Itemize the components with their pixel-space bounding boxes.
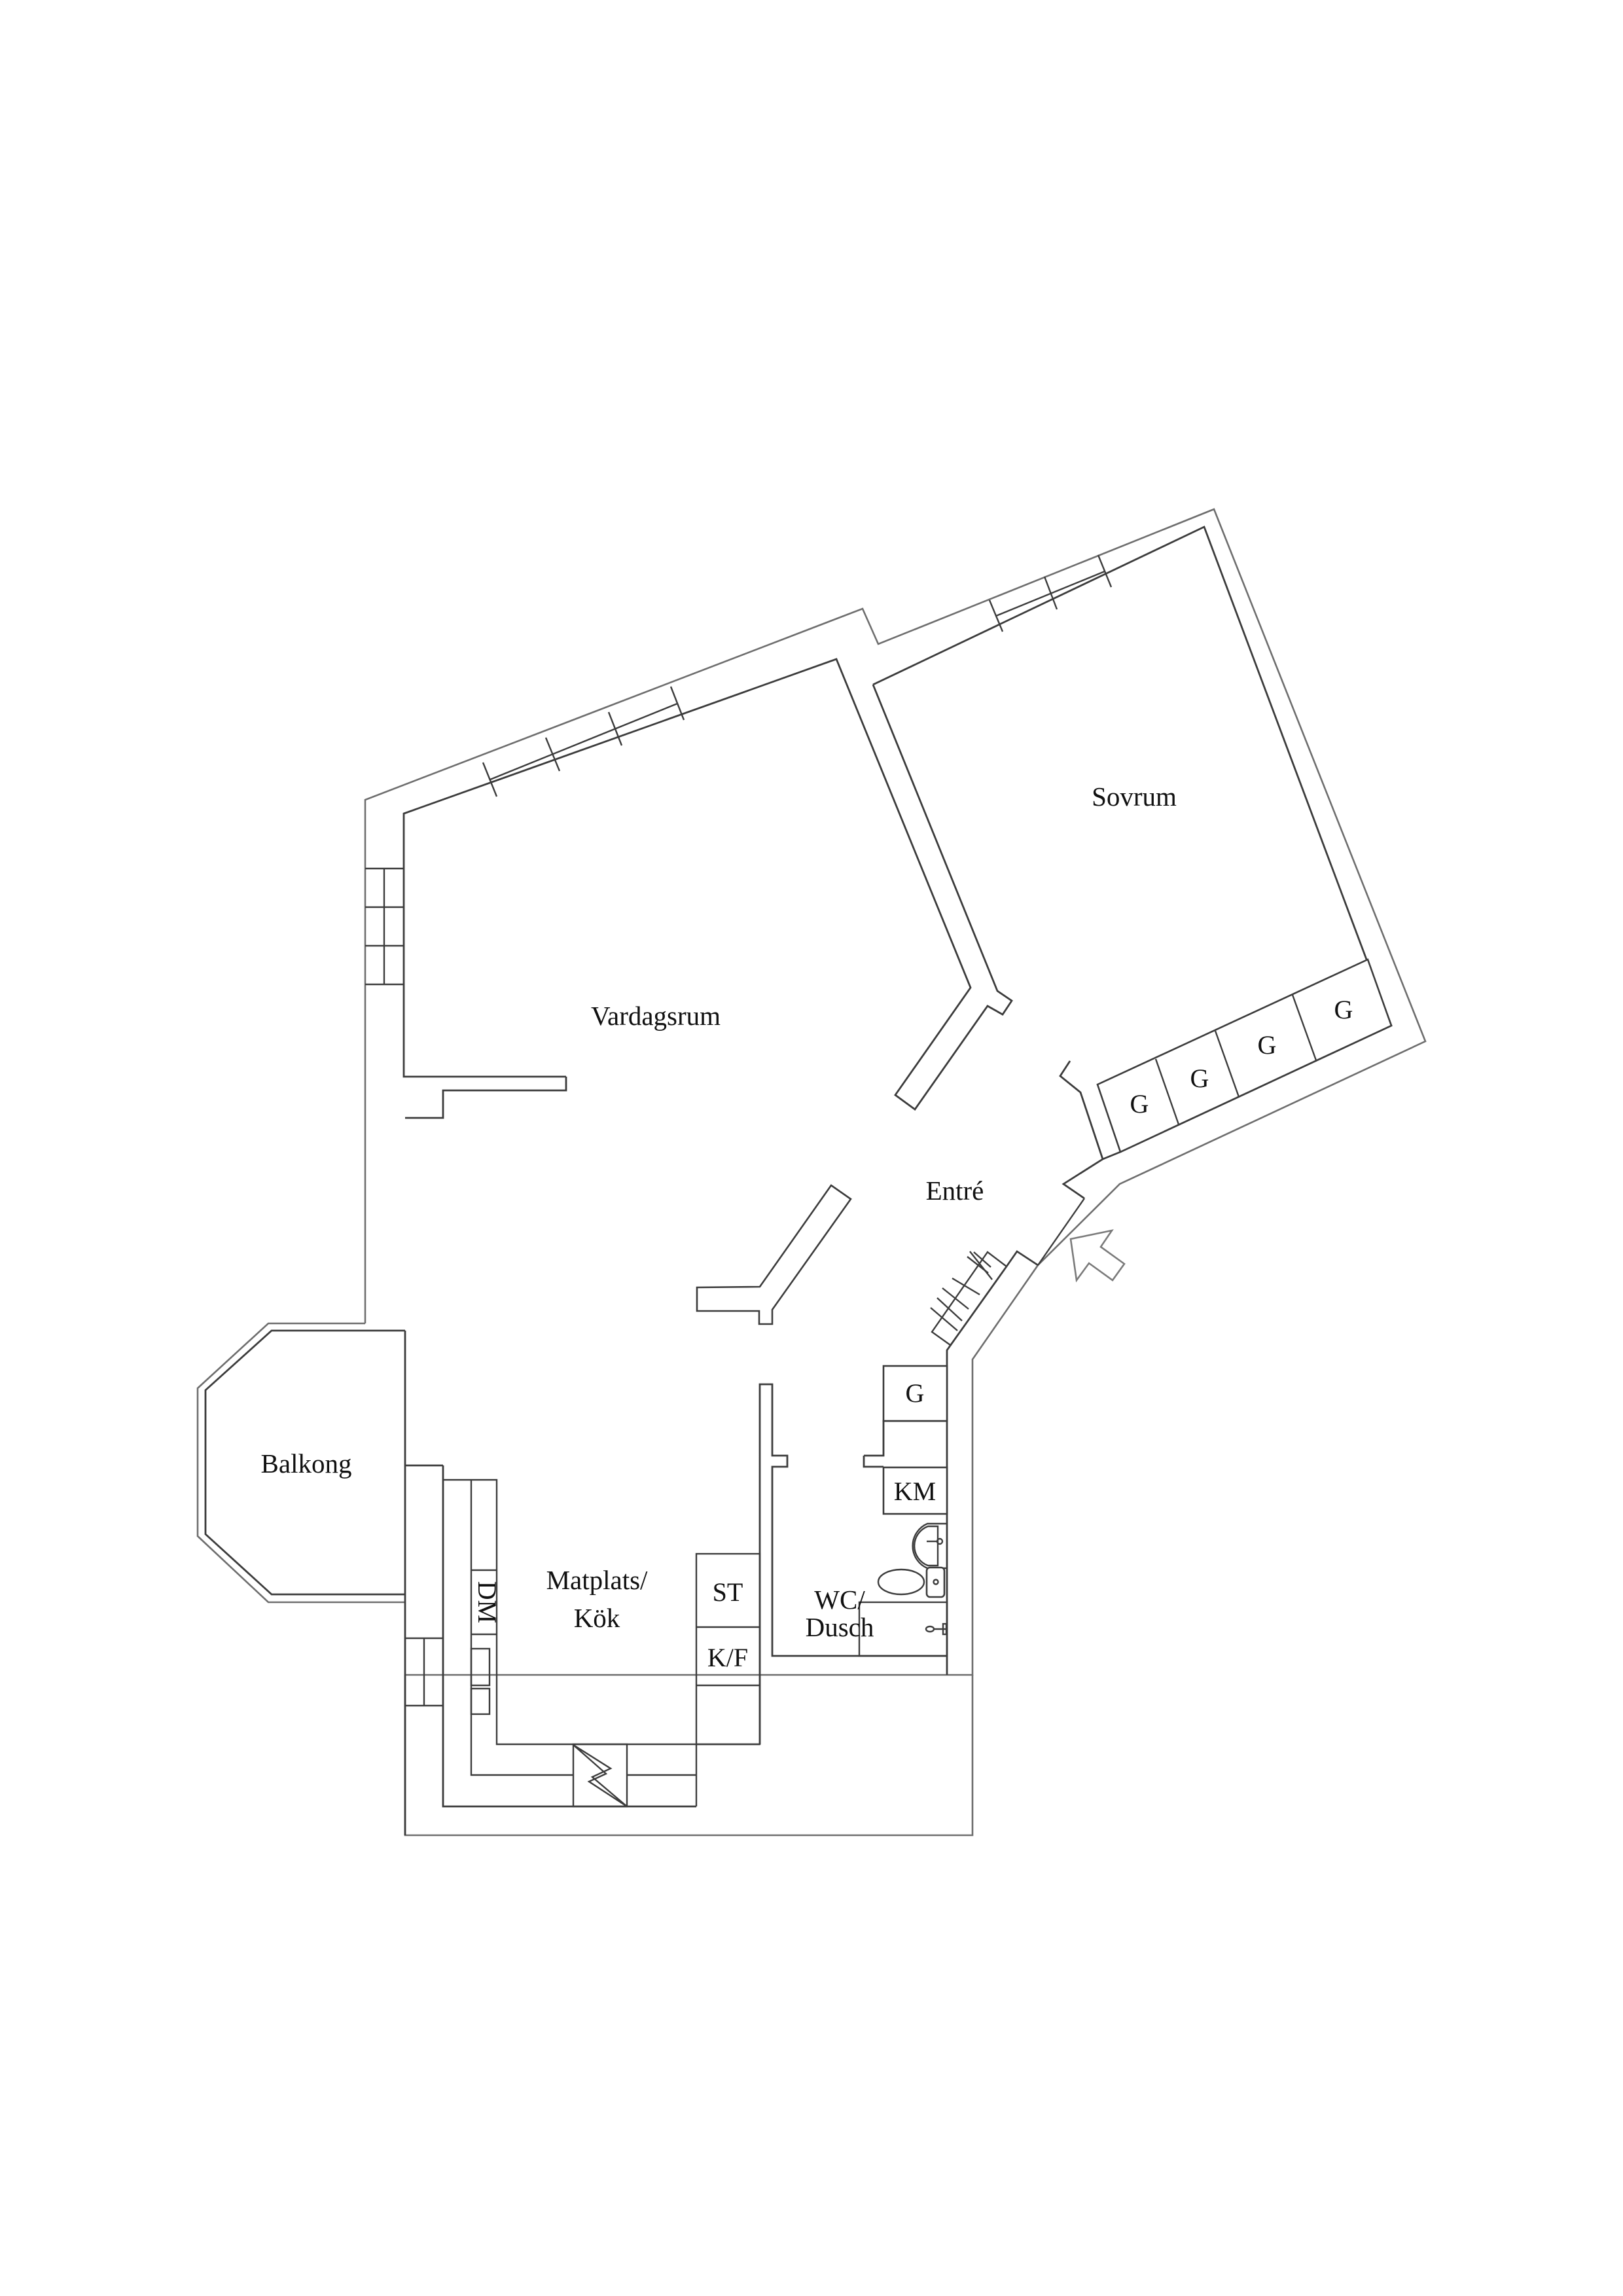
room-label-balkong: Balkong [261,1448,352,1479]
room-label-sovrum: Sovrum [1092,781,1177,812]
wardrobe-label: G [1190,1064,1209,1093]
balcony [196,1322,406,1835]
window-living-left [365,867,404,986]
room-label-kitchen-line1: Matplats/ [546,1565,648,1595]
kitchen [405,1383,947,1808]
coat-rack-icon [930,1251,1007,1346]
hall-wall [696,1184,852,1325]
wardrobe-label: G [1258,1030,1277,1060]
bedroom-wardrobes: G G G G [1096,958,1393,1153]
room-label-kitchen-line2: Kök [574,1603,620,1633]
hall-wardrobe-label: G [906,1378,925,1408]
sink-icon [912,1522,947,1570]
dishwasher-label: DM [473,1581,502,1623]
outer-wall [364,508,1427,1837]
fridge-freezer-label: K/F [707,1643,748,1672]
stove-label: ST [713,1577,743,1607]
bathroom [858,1365,948,1657]
wardrobe-label: G [1334,995,1353,1024]
entrance-arrow-icon [1069,1229,1126,1283]
room-label-bath-line1: WC/ [814,1585,865,1615]
washing-machine-label: KM [894,1477,936,1506]
window-bedroom-top [988,554,1113,632]
window-living-top [482,686,685,797]
room-label-entre: Entré [926,1175,984,1206]
entrance-door [946,1198,1085,1675]
shower-icon [925,1623,948,1636]
wardrobe-label: G [1130,1089,1149,1119]
toilet-icon [877,1566,946,1598]
electrical-panel-icon [572,1743,628,1808]
room-label-vardagsrum: Vardagsrum [591,1001,721,1031]
living-room-walls [402,658,1013,1119]
room-label-bath-line2: Dusch [806,1612,874,1642]
